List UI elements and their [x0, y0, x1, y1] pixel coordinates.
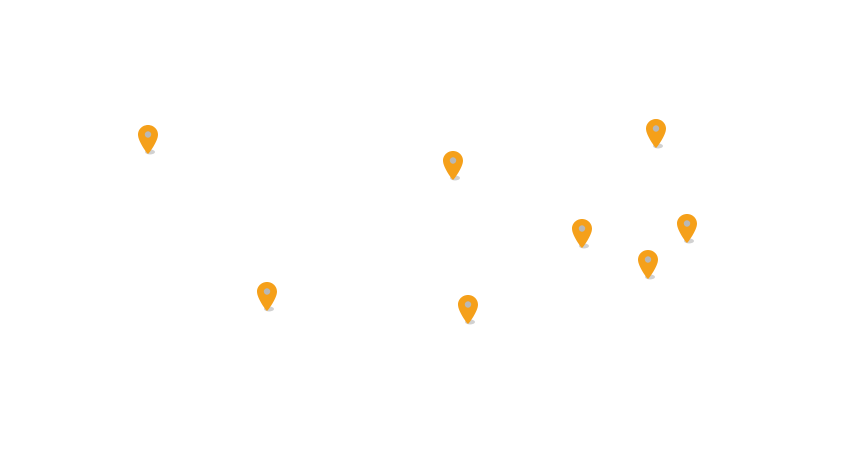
map-marker[interactable] — [644, 118, 668, 152]
map-marker[interactable] — [255, 281, 279, 315]
map-pin-icon — [138, 125, 158, 155]
map-pin-icon — [572, 219, 592, 249]
map-pin-icon — [443, 151, 463, 181]
map-pin-icon — [458, 295, 478, 325]
map-pin-icon — [677, 214, 697, 244]
map-marker[interactable] — [675, 213, 699, 247]
map-marker[interactable] — [570, 218, 594, 252]
map-pin-icon — [646, 119, 666, 149]
map-pin-icon — [257, 282, 277, 312]
map-marker[interactable] — [456, 294, 480, 328]
map-marker[interactable] — [441, 150, 465, 184]
map-marker[interactable] — [136, 124, 160, 158]
map-pin-icon — [638, 250, 658, 280]
map-marker[interactable] — [636, 249, 660, 283]
